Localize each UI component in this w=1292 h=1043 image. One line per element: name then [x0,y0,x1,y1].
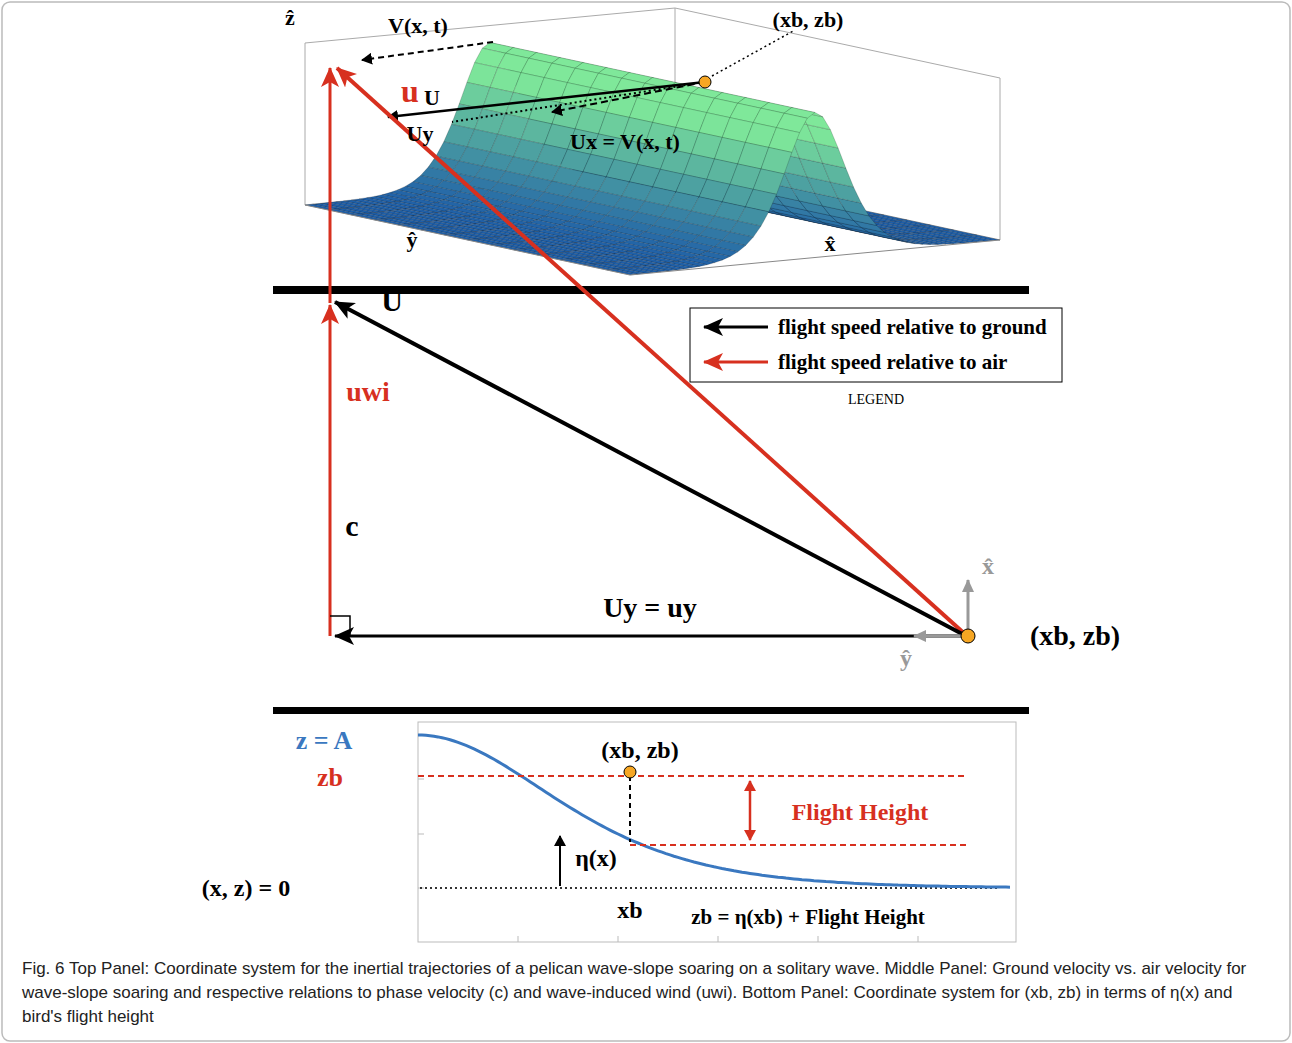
height-arrow [749,781,752,840]
top-vectors [362,30,795,122]
surface-cell [607,269,638,275]
surface-cell [491,244,522,250]
surface-cell [328,209,359,215]
surface-cell [468,239,499,245]
figure-label: Ux = V(x, t) [570,130,680,154]
divider-bar [273,707,1029,714]
figure-label: z = A [296,727,353,756]
legend-entry: flight speed relative to ground [778,315,1047,340]
zb-line [418,775,968,777]
surface-cell [815,143,846,168]
figure-label: U [381,284,403,317]
figure-label: Uy [407,122,434,146]
figure-label: x̂ [982,553,994,579]
figure-label: zb = η(xb) + Flight Height [691,906,925,929]
figure-label: (xb, zb) [1030,621,1120,652]
bird-dot [624,766,636,778]
surface-cell [421,229,452,235]
surface-line [630,844,968,846]
figure-label: uwi [346,377,390,408]
figure-label: zb [317,764,343,793]
wave-surface [305,43,1000,275]
figure-label: xb [617,897,642,923]
figure-label: LEGEND [848,392,904,407]
legend-box [690,308,1062,382]
figure-label: ẑ [285,6,295,30]
axes-box [305,8,1000,240]
surface-cell [560,259,591,265]
surface-cell [351,214,382,220]
figure-label: (xb, zb) [773,8,844,32]
figure-label: ŷ [407,228,418,252]
figure-label: V(x, t) [388,14,448,38]
plot-frame [418,722,1016,942]
baseline [420,887,1000,889]
figure-label: (x, z) = 0 [202,875,290,901]
figure-label: x̂ [825,232,836,256]
figure-label: ŷ [900,645,912,671]
eta-arrow [559,836,561,886]
figure-label: U [424,86,440,110]
surface-cell [375,219,406,225]
figure-label: η(x) [575,845,617,871]
figure-label: (xb, zb) [601,737,678,763]
wave-profile [418,735,1010,887]
figure-label: c [345,509,358,542]
figure-label: Flight Height [792,799,929,825]
axes-front [305,205,1000,275]
drop-line [629,776,631,842]
surface-cell [584,264,615,270]
legend-entry: flight speed relative to air [778,350,1007,375]
figure-caption: Fig. 6 Top Panel: Coordinate system for … [22,957,1270,1029]
figure-label: u [401,74,419,109]
figure-label: Uy = uy [603,593,697,624]
surface-cell [444,234,475,240]
